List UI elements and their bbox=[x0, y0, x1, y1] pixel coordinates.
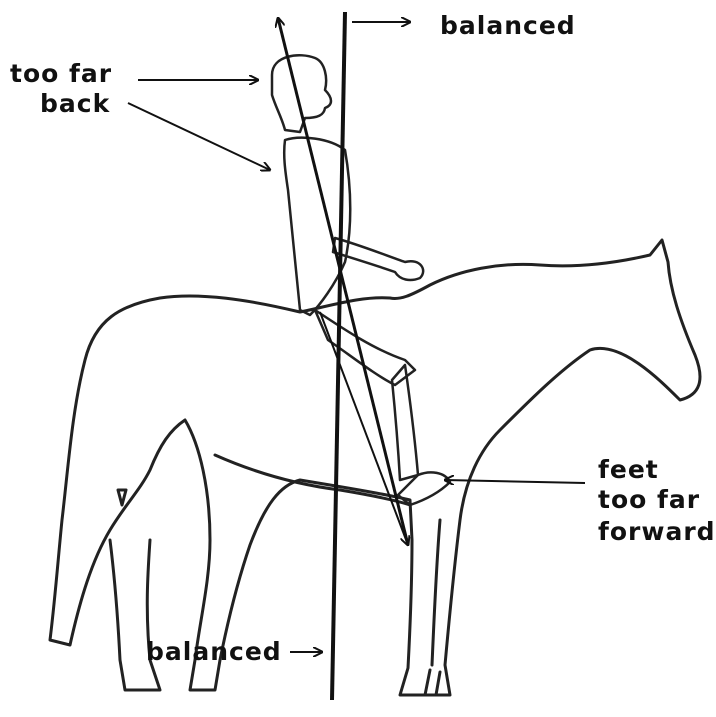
rider-outline bbox=[272, 55, 450, 505]
rider-lower-leg bbox=[392, 365, 418, 480]
feet-label-line1: feet bbox=[598, 456, 659, 483]
too-far-back-label-line2: back bbox=[40, 90, 110, 117]
feet-label-line3: forward bbox=[598, 518, 716, 545]
horse-hoof-front bbox=[425, 670, 440, 695]
feet-label-line2: too far bbox=[598, 486, 700, 513]
horse-belly-line bbox=[215, 455, 410, 505]
horse-hind-leg-outline bbox=[110, 540, 160, 690]
horse-front-leg-inner bbox=[432, 520, 440, 665]
balanced-label-top: balanced bbox=[440, 12, 576, 39]
seat-to-feet-arrow bbox=[320, 312, 408, 545]
feet-arrow bbox=[445, 480, 585, 483]
horse-hind-leg-mark bbox=[118, 490, 126, 505]
too-far-back-arrow-lower bbox=[128, 103, 270, 170]
balanced-label-bottom: balanced bbox=[146, 638, 282, 665]
too-far-back-label-line1: too far bbox=[10, 60, 112, 87]
balance-vertical-line bbox=[332, 12, 345, 700]
rider-head bbox=[272, 55, 331, 132]
